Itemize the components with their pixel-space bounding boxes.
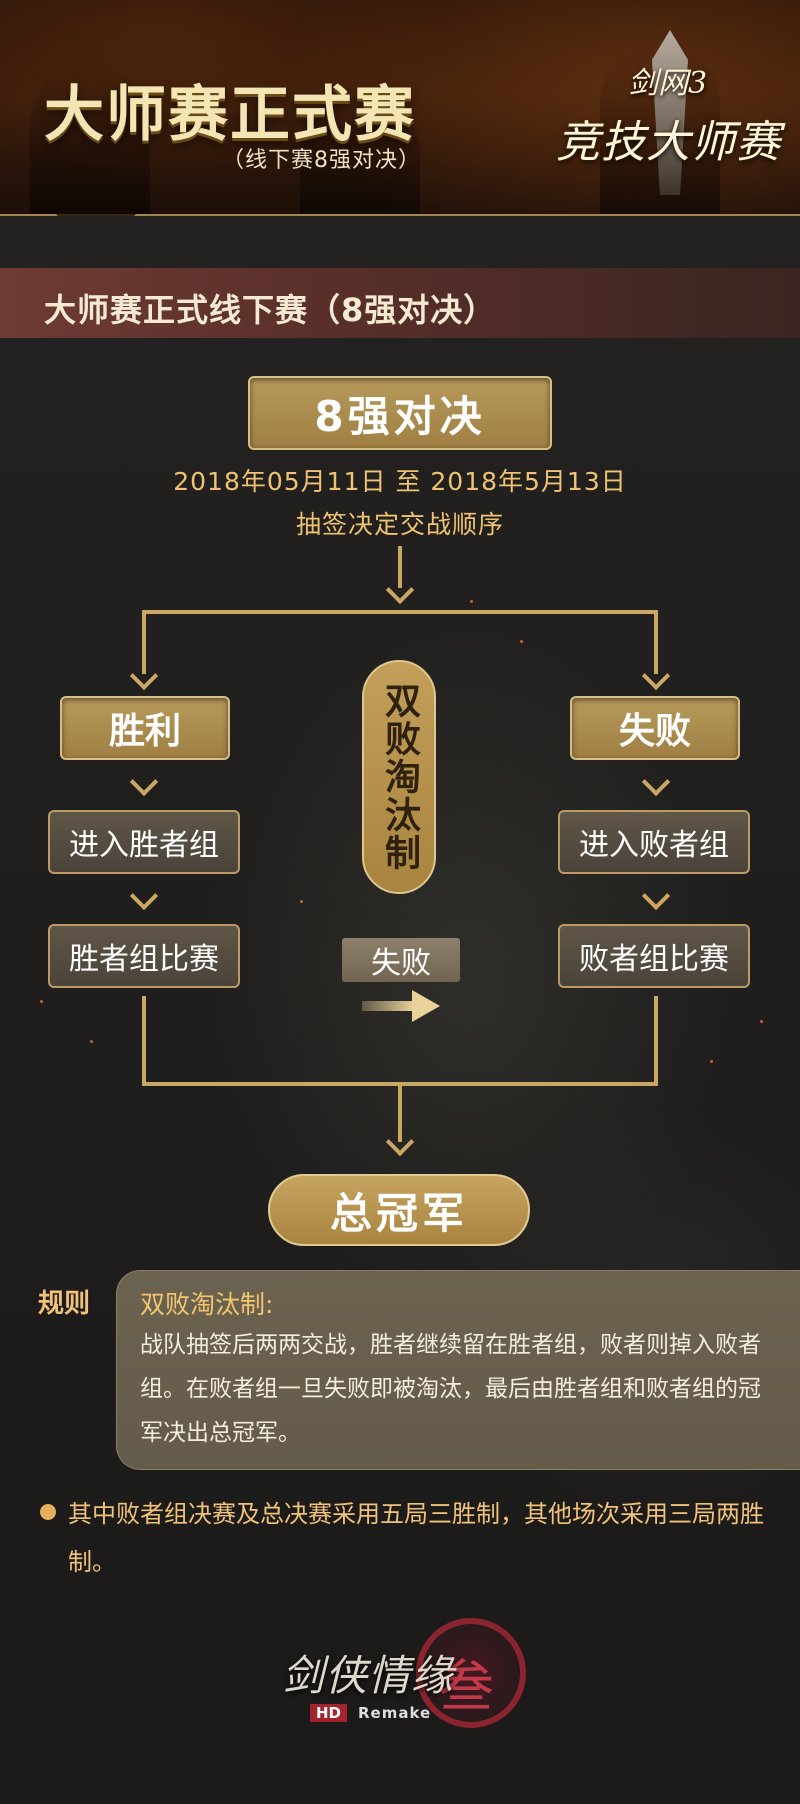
spark-decoration [710, 1060, 713, 1063]
game-logo: 叁 剑侠情缘 HD Remake [268, 1614, 538, 1744]
page-subtitle: （线下赛8强对决） [222, 148, 421, 173]
bullet-icon [40, 1504, 56, 1520]
flow-line [142, 610, 146, 674]
double-elimination-pill: 双败淘汰制 [362, 660, 436, 894]
spark-decoration [760, 1020, 763, 1023]
loser-group-match-box: 败者组比赛 [558, 924, 750, 988]
banner-arch-decoration [300, 94, 420, 214]
spark-decoration [300, 900, 303, 903]
section-band [0, 268, 800, 338]
header-banner: 大师赛正式赛 （线下赛8强对决） 剑网3 竞技大师赛 [0, 0, 800, 214]
logo-remake-text: Remake [358, 1704, 432, 1722]
spark-decoration [520, 640, 523, 643]
arrow-right-head [412, 990, 440, 1022]
logo-hd-badge: HD [310, 1704, 348, 1722]
double-elimination-label: 双败淘汰制 [379, 682, 420, 872]
logo-name: 竞技大师赛 [556, 117, 781, 168]
header-divider [0, 214, 800, 216]
lose-box: 失败 [570, 696, 740, 760]
flow-line [654, 610, 658, 674]
rules-title: 双败淘汰制: [140, 1290, 274, 1319]
loser-group-enter-box: 进入败者组 [558, 810, 750, 874]
rules-text: 战队抽签后两两交战，胜者继续留在胜者组，败者则掉入败者组。在败者组一旦失败即被淘… [140, 1332, 761, 1446]
winner-group-enter-box: 进入胜者组 [48, 810, 240, 874]
spark-decoration [470, 600, 473, 603]
champion-box: 总冠军 [268, 1174, 530, 1246]
flow-line [654, 996, 658, 1086]
date-range: 2018年05月11日 至 2018年5月13日 [173, 467, 627, 496]
logo-ring [416, 1618, 526, 1728]
section-title: 大师赛正式线下赛（8强对决） [44, 291, 497, 329]
rules-box [116, 1270, 800, 1470]
fail-tag: 失败 [342, 938, 460, 982]
winner-group-match-box: 胜者组比赛 [48, 924, 240, 988]
logo-seal: 叁 [438, 1655, 494, 1720]
logo-brand: 剑网3 [628, 66, 708, 101]
draw-text: 抽签决定交战顺序 [295, 510, 504, 539]
rules-label: 规则 [38, 1289, 91, 1319]
event-logo: 剑网3 竞技大师赛 [552, 20, 782, 200]
flow-line [398, 1082, 402, 1142]
top8-box: 8强对决 [248, 376, 552, 450]
page-title: 大师赛正式赛 [44, 80, 416, 150]
spark-decoration [90, 1040, 93, 1043]
logo-game-name: 剑侠情缘 [282, 1651, 455, 1700]
arrow-right-icon [362, 1001, 414, 1011]
flow-line [398, 546, 402, 588]
rules-note: 其中败者组决赛及总决赛采用五局三胜制，其他场次采用三局两胜制。 [68, 1500, 764, 1576]
flow-line [142, 610, 658, 614]
flow-line [142, 996, 146, 1086]
spark-decoration [40, 1000, 43, 1003]
banner-arch-decoration [30, 64, 150, 214]
win-box: 胜利 [60, 696, 230, 760]
